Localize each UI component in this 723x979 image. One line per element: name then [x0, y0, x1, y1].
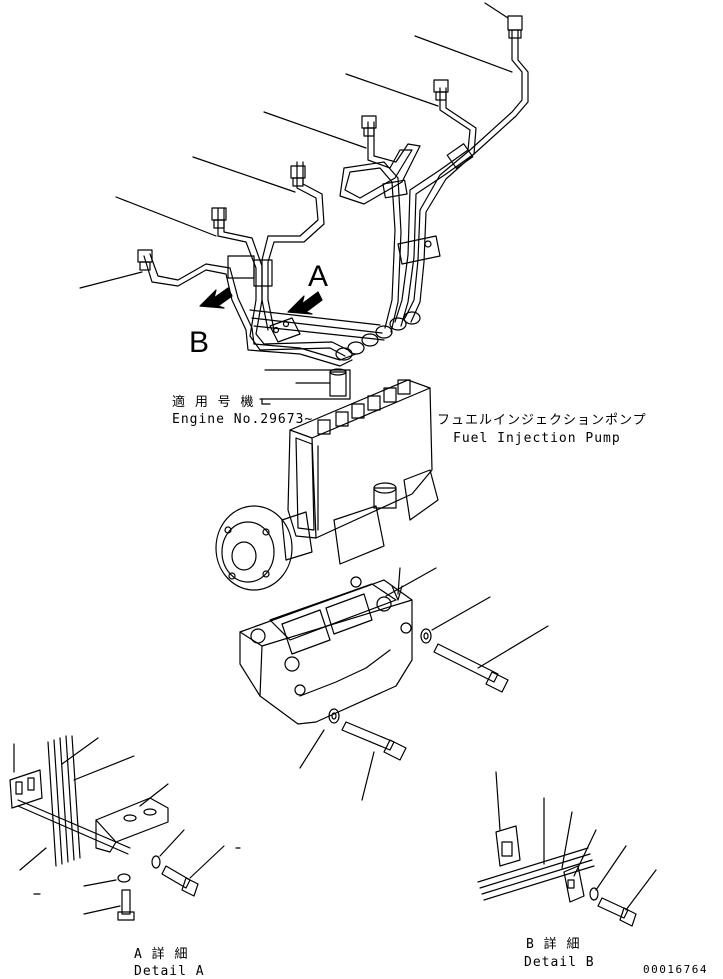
detail-a-caption-en: Detail A — [134, 964, 205, 979]
pump-label-en: Fuel Injection Pump — [453, 431, 621, 446]
injection-pipes — [138, 16, 528, 366]
pump-bracket — [240, 577, 412, 724]
detail-b-caption-en: Detail B — [524, 955, 595, 970]
detail-a-drawing — [10, 736, 240, 920]
detail-a-caption-jp: A 詳 細 — [134, 947, 189, 962]
pump-label-jp: フュエルインジェクションポンプ — [437, 413, 647, 428]
drawing-number: 00016764 — [643, 963, 708, 976]
sleeve-part — [260, 369, 350, 399]
base-fasteners — [300, 568, 548, 800]
detail-b-drawing — [478, 772, 656, 926]
pipe-leaders — [80, 3, 512, 288]
pipe-clamps — [228, 144, 473, 342]
engine-label-leader — [262, 399, 270, 404]
engine-number-label: Engine No.29673~ — [172, 412, 314, 427]
view-arrows — [200, 288, 322, 314]
applicable-label-jp: 適 用 号 機 — [172, 395, 255, 410]
view-b-callout: B — [189, 326, 210, 359]
detail-b-caption-jp: B 詳 細 — [526, 937, 581, 952]
view-a-callout: A — [308, 260, 329, 293]
fuel-injection-pump — [216, 380, 438, 600]
